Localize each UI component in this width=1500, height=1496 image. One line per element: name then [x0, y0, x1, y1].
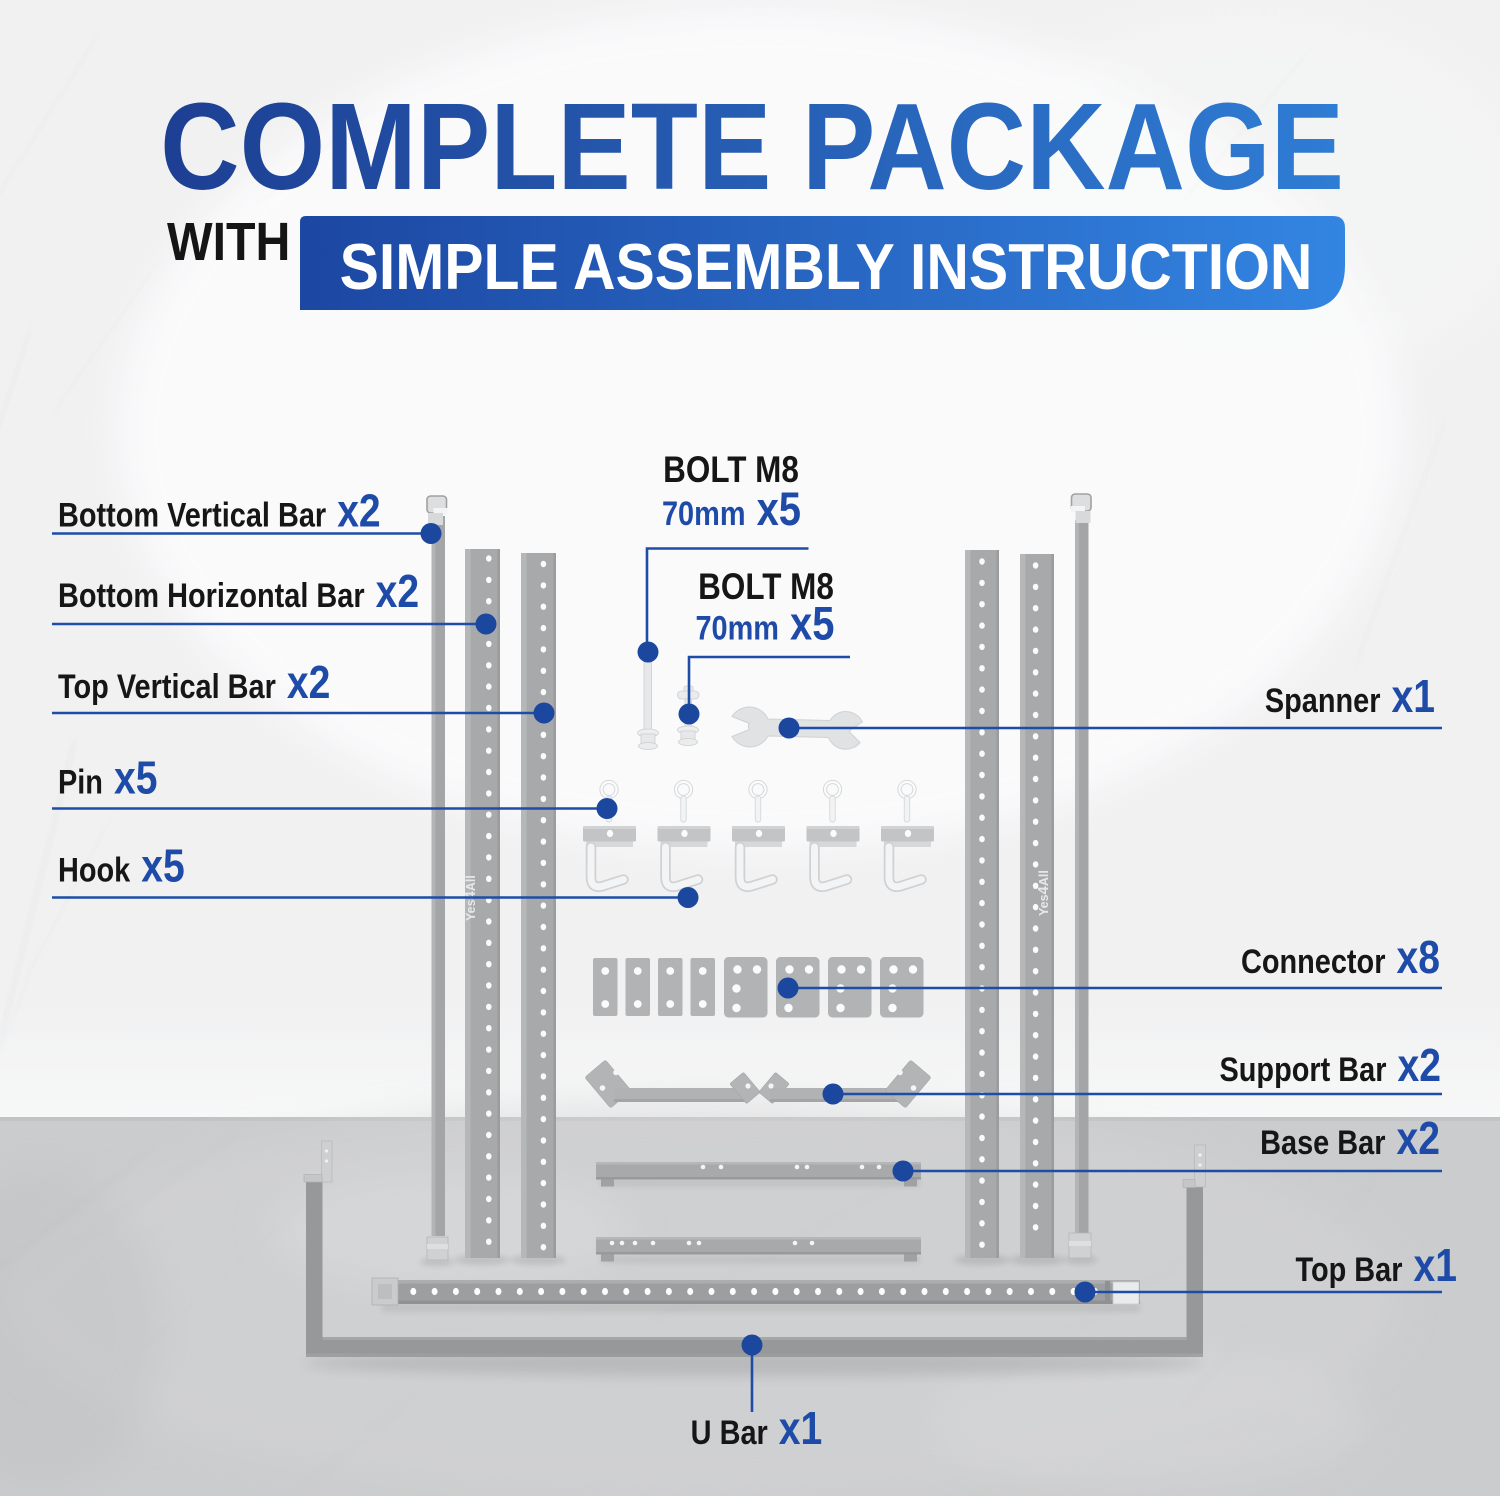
- svg-text:BOLT M8: BOLT M8: [663, 450, 799, 491]
- svg-text:SIMPLE ASSEMBLY INSTRUCTION: SIMPLE ASSEMBLY INSTRUCTION: [340, 231, 1313, 303]
- svg-text:WITH: WITH: [167, 212, 290, 272]
- svg-text:BOLT M8: BOLT M8: [698, 567, 834, 608]
- svg-text:Yes4All: Yes4All: [1035, 870, 1052, 916]
- svg-text:COMPLETE PACKAGE: COMPLETE PACKAGE: [160, 77, 1344, 215]
